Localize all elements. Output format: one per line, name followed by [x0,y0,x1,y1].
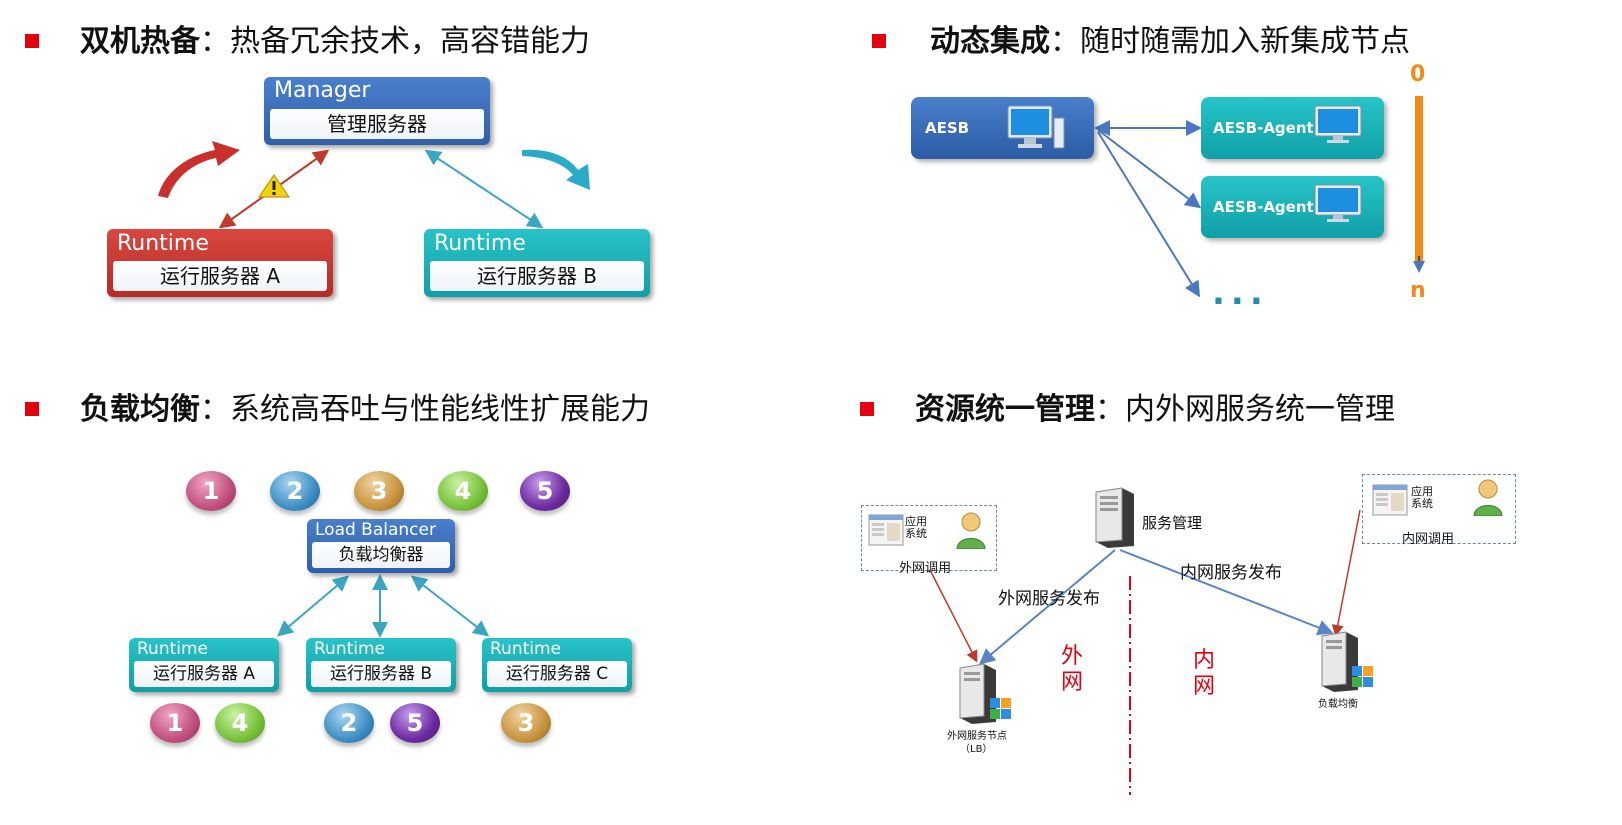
service-mgmt-label: 服务管理 [1142,514,1203,532]
lb-runtime-c-box: Runtime 运行服务器 C [482,638,632,692]
bullet-res [860,402,874,416]
aesb-main-box: AESB [911,97,1094,159]
int-call-label: 内网调用 [1402,532,1455,547]
ext-call-label: 外网调用 [899,561,952,576]
int-zone-label-2: 网 [1192,674,1215,699]
lb-runtime-b-title: Runtime [314,639,386,659]
top-ball-4: 4 [438,471,488,511]
heading-res: 资源统一管理：内外网服务统一管理 [915,392,1395,427]
aesb-agent-1-label: AESB-Agent [1213,119,1314,137]
lb-runtime-b-sub: 运行服务器 B [311,661,451,687]
lb-runtime-c-title: Runtime [490,639,562,659]
ext-node-label: 外网服务节点 [947,731,1007,742]
ha-connectors [158,141,590,229]
int-publish-label: 内网服务发布 [1180,563,1282,583]
top-ball-3: 3 [354,471,404,511]
runtime-b-ball-5: 5 [390,703,440,743]
ext-publish-label: 外网服务发布 [998,589,1100,609]
agent-1-monitor-icon [1314,105,1362,143]
ext-app-box [861,505,997,571]
top-ball-1: 1 [186,471,236,511]
app-window-icon [868,514,904,546]
bullet-lb [25,402,39,416]
ext-app-label: 应用 系统 [905,515,927,540]
lb-title: Load Balancer [315,520,436,540]
runtime-c-ball-3: 3 [501,703,551,743]
lb-runtime-a-title: Runtime [137,639,209,659]
lb-runtime-b-box: Runtime 运行服务器 B [306,638,456,692]
lb-node-label: 负载均衡 [1318,699,1358,710]
runtime-a-ball-4: 4 [215,703,265,743]
top-ball-5: 5 [520,471,570,511]
range-start-label: 0 [1410,62,1426,87]
top-ball-2: 2 [270,471,320,511]
warning-icon [258,174,290,198]
int-app-label: 应用 系统 [1411,485,1433,510]
runtime-b-sub: 运行服务器 B [430,261,644,291]
aesb-computer-icon [1007,105,1065,149]
agent-ellipsis: ... [1212,273,1269,313]
aesb-agent-2-label: AESB-Agent [1213,198,1314,216]
manager-server-box: Manager 管理服务器 [264,77,490,145]
runtime-b-box: Runtime 运行服务器 B [424,229,650,297]
runtime-b-title: Runtime [434,231,526,256]
ext-zone-label-2: 网 [1060,670,1083,695]
runtime-a-title: Runtime [117,231,209,256]
bullet-ha [25,34,39,48]
ext-node-sub-label: （LB） [960,744,993,755]
dyn-connectors [1094,96,1425,298]
manager-sub: 管理服务器 [270,109,484,139]
runtime-a-ball-1: 1 [150,703,200,743]
bullet-dyn [872,34,886,48]
int-zone-label-1: 内 [1192,648,1215,673]
ext-zone-label-1: 外 [1060,644,1083,669]
aesb-label: AESB [925,119,970,137]
heading-ha: 双机热备：热备冗余技术，高容错能力 [80,24,590,59]
heading-dyn: 动态集成：随时随需加入新集成节点 [930,24,1410,59]
lb-runtime-c-sub: 运行服务器 C [487,661,627,687]
runtime-a-box: Runtime 运行服务器 A [107,229,333,297]
runtime-a-sub: 运行服务器 A [113,261,327,291]
ext-node-server-icon [959,663,1011,724]
lb-connectors [276,574,490,638]
int-app-box [1362,474,1516,544]
int-user-icon [1473,479,1503,516]
service-mgmt-server-icon [1095,487,1134,548]
heading-lb: 负载均衡：系统高吞吐与性能线性扩展能力 [80,392,650,427]
lb-node-server-icon [1321,631,1373,692]
lb-runtime-a-box: Runtime 运行服务器 A [129,638,279,692]
lb-sub: 负载均衡器 [312,542,450,568]
app-window-icon-2 [1372,484,1408,516]
load-balancer-box: Load Balancer 负载均衡器 [307,519,455,573]
manager-title: Manager [274,78,371,103]
agent-2-monitor-icon [1314,184,1362,222]
res-connectors [929,509,1361,795]
range-end-label: n [1410,278,1426,303]
ext-user-icon [956,512,986,549]
lb-runtime-a-sub: 运行服务器 A [134,661,274,687]
runtime-b-ball-2: 2 [324,703,374,743]
